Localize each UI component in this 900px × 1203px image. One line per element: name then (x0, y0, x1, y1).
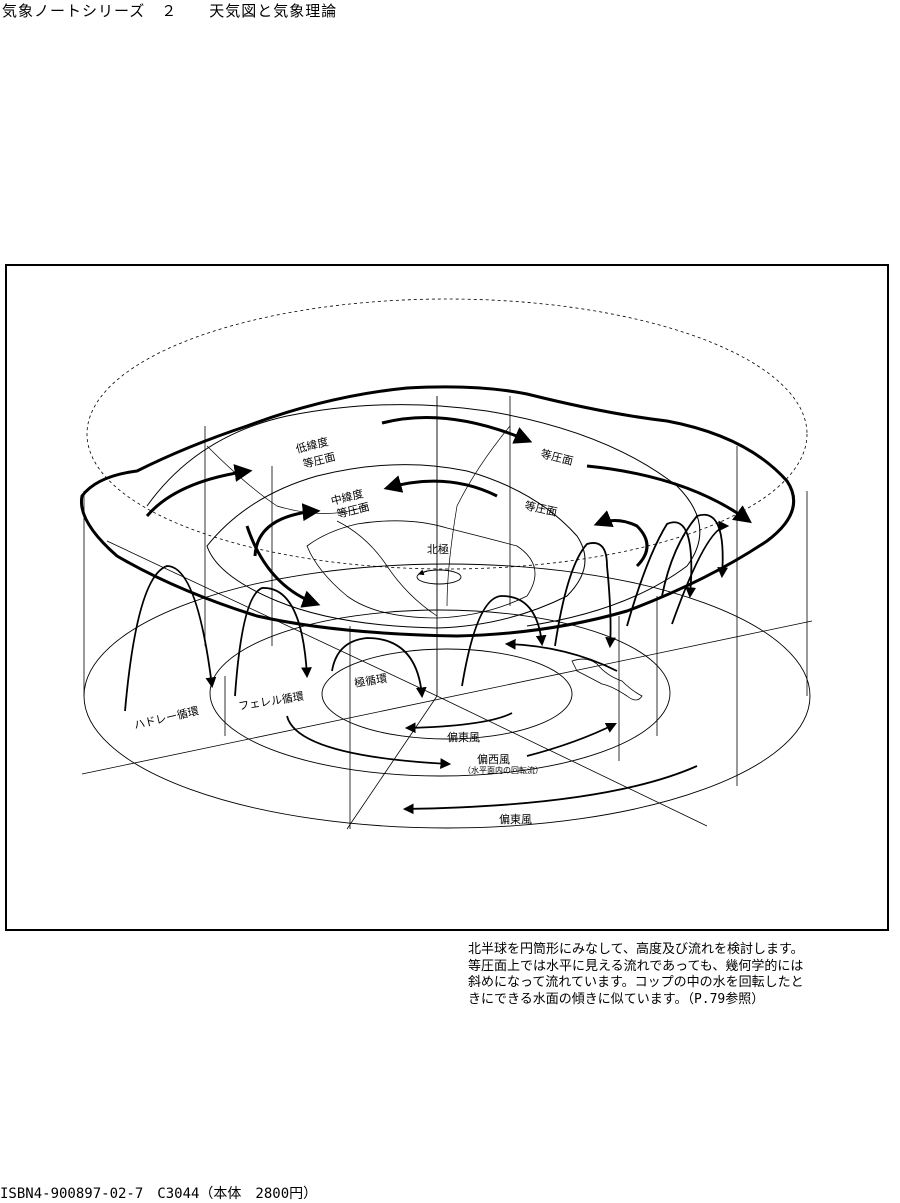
label-ferrel: フェレル循環 (237, 690, 304, 713)
label-isobaric-right: 等圧面 (523, 498, 558, 519)
isbn-footer: ISBN4-900897-02-7 C3044（本体 2800円） (0, 1186, 318, 1202)
high-latitude-contour (306, 520, 536, 619)
label-north-pole: 北極 (427, 542, 449, 556)
ground-axis-d (346, 695, 438, 830)
japan-coastline (571, 658, 643, 701)
mid-latitude-contour (206, 464, 586, 629)
figure-frame: 低緯度 等圧面 等圧面 中緯度 等圧面 等圧面 北極 ハドレー循環 フェレル循環… (5, 264, 889, 931)
cylinder-top-outline (86, 298, 808, 570)
ground-wind-arrows (286, 638, 698, 815)
outer-isobaric-surface (79, 385, 796, 638)
label-westerly-note: （水平面内の回転流） (463, 765, 543, 775)
upper-flow-arrows (145, 415, 752, 608)
figure-caption: 北半球を円筒形にみなして、高度及び流れを検討します。 等圧面上では水平に見える流… (468, 942, 900, 1008)
atmosphere-circulation-diagram: 低緯度 等圧面 等圧面 中緯度 等圧面 等圧面 北極 ハドレー循環 フェレル循環… (79, 298, 813, 830)
vertical-lattice (204, 396, 738, 829)
label-isobaric-top: 等圧面 (539, 446, 574, 468)
ground-axis-a (81, 620, 813, 775)
label-polar-cell: 極循環 (353, 671, 388, 690)
caption-line: きにできる水面の傾きに似ています。（P.79参照） (468, 991, 765, 1007)
label-easterly-inner: 偏東風 (447, 730, 480, 744)
ground-inner-ellipse (321, 648, 573, 740)
page-title: 気象ノートシリーズ ２ 天気図と気象理論 (2, 2, 338, 20)
ground-middle-ellipse (209, 609, 671, 777)
ground-axis-c (436, 695, 708, 827)
ground-outer-ellipse (83, 563, 811, 829)
label-westerly: 偏西風 (477, 752, 510, 766)
low-latitude-contour (146, 404, 701, 627)
circulation-loop-arrows (124, 513, 730, 712)
caption-line: 北半球を円筒形にみなして、高度及び流れを検討します。 (468, 942, 804, 957)
caption-line: 等圧面上では水平に見える流れであっても、幾何学的には (468, 958, 804, 974)
label-easterly-outer: 偏東風 (499, 812, 532, 826)
caption-line: 斜めになって流れています。コップの中の水を回転したと (468, 975, 804, 990)
label-hadley: ハドレー循環 (133, 704, 200, 732)
